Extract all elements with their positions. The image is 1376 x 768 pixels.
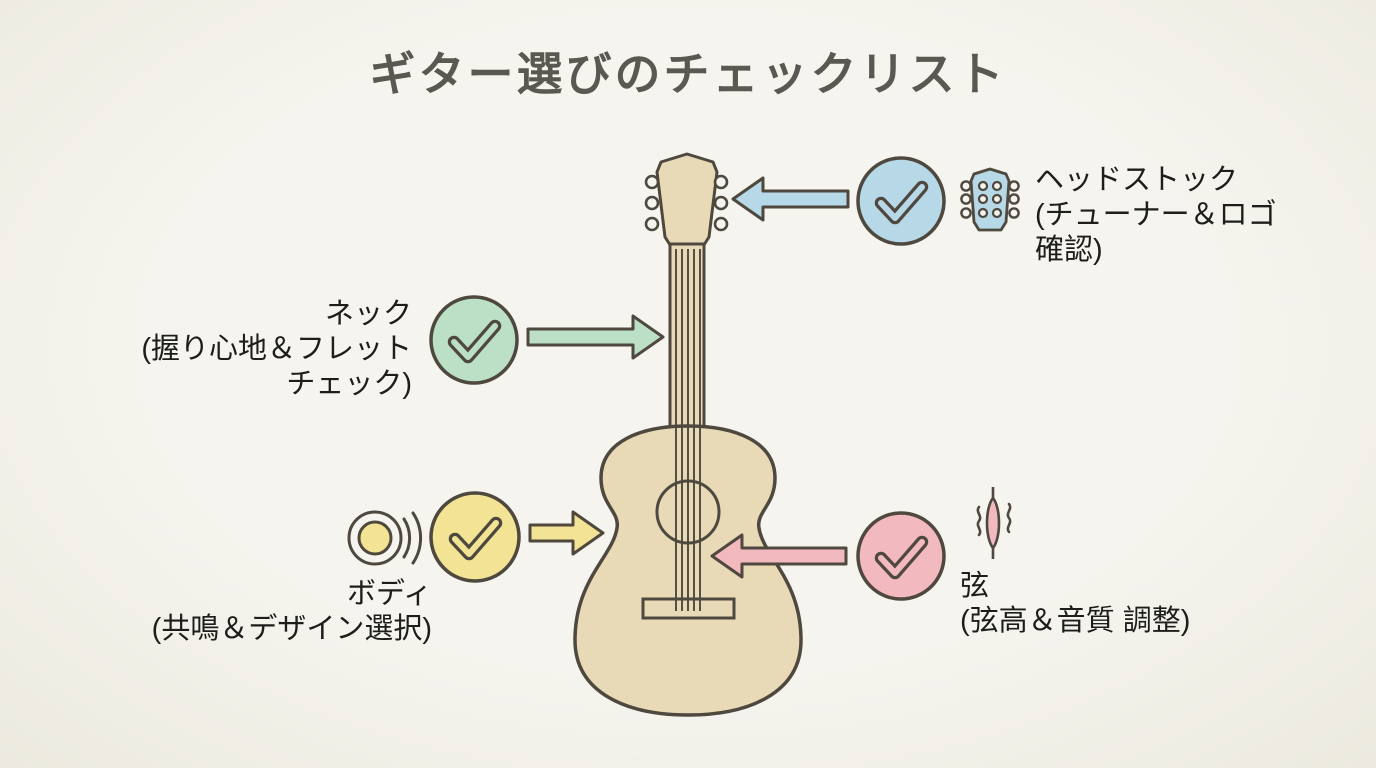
callout-strings	[710, 487, 1012, 601]
neck-label: ネック (握り心地＆フレット チェック)	[141, 297, 412, 402]
headstock-arrow	[731, 176, 850, 222]
tuning-peg	[644, 195, 660, 211]
body-label-line: (共鳴＆デザイン選択)	[151, 613, 432, 645]
resonance-icon	[347, 510, 423, 566]
headstock-label-line: ヘッドストック	[1035, 164, 1239, 196]
check-icon	[448, 516, 503, 561]
strings-label: 弦 (弦高＆音質 調整)	[960, 569, 1190, 639]
neck-arrow	[526, 314, 665, 360]
check-icon	[447, 319, 502, 364]
tuning-peg	[644, 216, 660, 232]
tuning-peg	[644, 174, 660, 190]
neck-label-line: (握り心地＆フレット	[141, 333, 412, 365]
check-icon	[874, 180, 929, 225]
body-arrow	[528, 510, 605, 556]
tuning-peg	[713, 195, 729, 211]
neck-label-line: チェック)	[286, 368, 412, 400]
vibrating-string-icon	[976, 487, 1012, 559]
tuning-peg	[713, 216, 729, 232]
check-circle-body	[429, 491, 521, 583]
strings-arrow	[710, 533, 848, 579]
check-icon	[874, 535, 929, 580]
callout-headstock	[731, 156, 1020, 246]
check-circle-headstock	[856, 156, 946, 246]
body-label-line: ボディ	[347, 578, 432, 610]
callout-neck	[429, 295, 665, 385]
page-title: ギター選びのチェックリスト	[369, 48, 1007, 100]
check-circle-neck	[429, 295, 519, 385]
headstock-label-line: (チューナー＆ロゴ	[1035, 199, 1277, 231]
check-circle-strings	[856, 511, 946, 601]
callout-body	[347, 491, 605, 583]
neck-label-line: ネック	[324, 298, 412, 330]
headstock-label-line: 確認)	[1035, 234, 1103, 266]
headstock-icon	[960, 167, 1020, 232]
guitar-headstock	[655, 152, 719, 250]
guitar-strings	[675, 249, 701, 611]
guitar-illustration	[573, 152, 803, 717]
body-label: ボディ (共鳴＆デザイン選択)	[152, 577, 432, 647]
headstock-label: ヘッドストック (チューナー＆ロゴ 確認)	[1035, 163, 1277, 268]
tuning-peg	[713, 174, 729, 190]
strings-label-line: 弦	[960, 570, 990, 602]
tuning-pegs	[644, 174, 729, 232]
strings-label-line: (弦高＆音質 調整)	[960, 605, 1191, 637]
